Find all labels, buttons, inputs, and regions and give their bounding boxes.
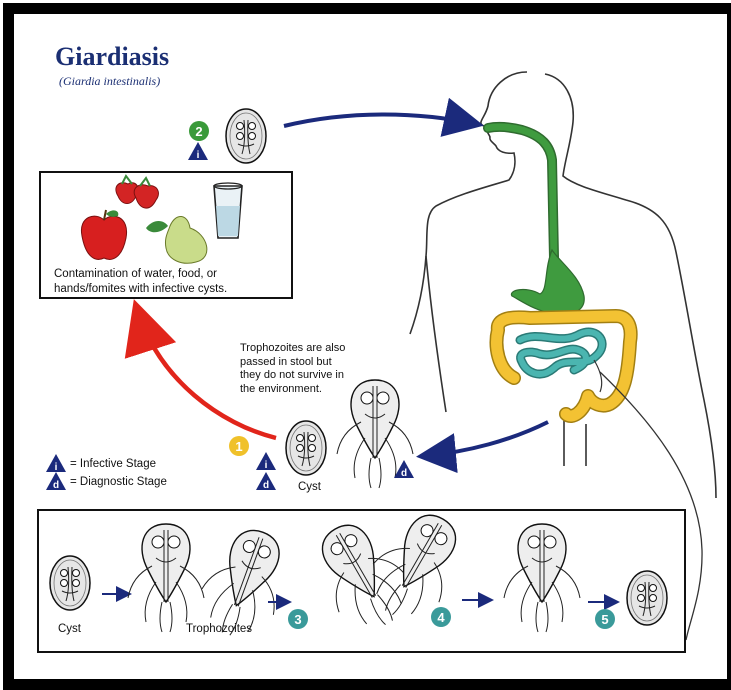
trophozoite-note: Trophozoites are also passed in stool bu… bbox=[240, 342, 345, 396]
diagnostic-stage-marker-cyst: d bbox=[256, 472, 276, 491]
svg-text:3: 3 bbox=[294, 612, 301, 627]
svg-text:i: i bbox=[55, 462, 58, 473]
infective-stage-marker-step2: i bbox=[188, 142, 208, 161]
svg-text:d: d bbox=[401, 468, 407, 479]
step-5-badge: 5 bbox=[595, 609, 615, 629]
diagram-subtitle: (Giardia intestinalis) bbox=[59, 74, 160, 89]
legend-diagnostic-label: = Diagnostic Stage bbox=[70, 476, 167, 488]
panel-trophozoites-label: Trophozoites bbox=[186, 622, 252, 637]
ingestion-arrow bbox=[284, 115, 476, 127]
legend-diagnostic-icon: d bbox=[46, 472, 66, 491]
legend-infective-label: = Infective Stage bbox=[70, 458, 156, 470]
trophozoite-note-line-3: they do not survive in bbox=[240, 369, 345, 383]
svg-text:i: i bbox=[197, 150, 200, 161]
step-2-badge: 2 bbox=[189, 121, 209, 141]
step-1-badge: 1 bbox=[229, 436, 249, 456]
diagnostic-stage-marker-trophozoite: d bbox=[394, 460, 414, 479]
water-glass-icon bbox=[214, 183, 242, 238]
svg-text:d: d bbox=[53, 480, 59, 491]
panel-cyst bbox=[50, 556, 90, 610]
svg-text:5: 5 bbox=[601, 612, 608, 627]
excretion-arrow bbox=[424, 422, 548, 456]
trophozoite-note-line-4: the environment. bbox=[240, 383, 345, 397]
svg-text:i: i bbox=[265, 460, 268, 471]
svg-text:d: d bbox=[263, 480, 269, 491]
svg-text:1: 1 bbox=[235, 439, 242, 454]
infective-stage-marker-cyst: i bbox=[256, 452, 276, 471]
digestive-tract bbox=[488, 127, 631, 416]
cyst-label: Cyst bbox=[298, 480, 321, 495]
ingested-cyst bbox=[226, 109, 266, 163]
step-4-badge: 4 bbox=[431, 607, 451, 627]
step-3-badge: 3 bbox=[288, 609, 308, 629]
diagram-title: Giardiasis bbox=[55, 42, 169, 72]
panel-cyst-label: Cyst bbox=[58, 622, 81, 637]
svg-text:4: 4 bbox=[437, 610, 445, 625]
excreted-cyst bbox=[286, 421, 326, 475]
legend-infective-icon: i bbox=[46, 454, 66, 473]
panel-final-cyst bbox=[627, 571, 667, 625]
trophozoite-note-line-1: Trophozoites are also bbox=[240, 342, 345, 356]
contamination-caption-line-2: hands/fomites with infective cysts. bbox=[54, 282, 227, 297]
apple-icon bbox=[81, 210, 126, 259]
contamination-caption: Contamination of water, food, or hands/f… bbox=[54, 267, 227, 297]
trophozoite-note-line-2: passed in stool but bbox=[240, 356, 345, 370]
contamination-caption-line-1: Contamination of water, food, or bbox=[54, 267, 227, 282]
svg-text:2: 2 bbox=[195, 124, 202, 139]
